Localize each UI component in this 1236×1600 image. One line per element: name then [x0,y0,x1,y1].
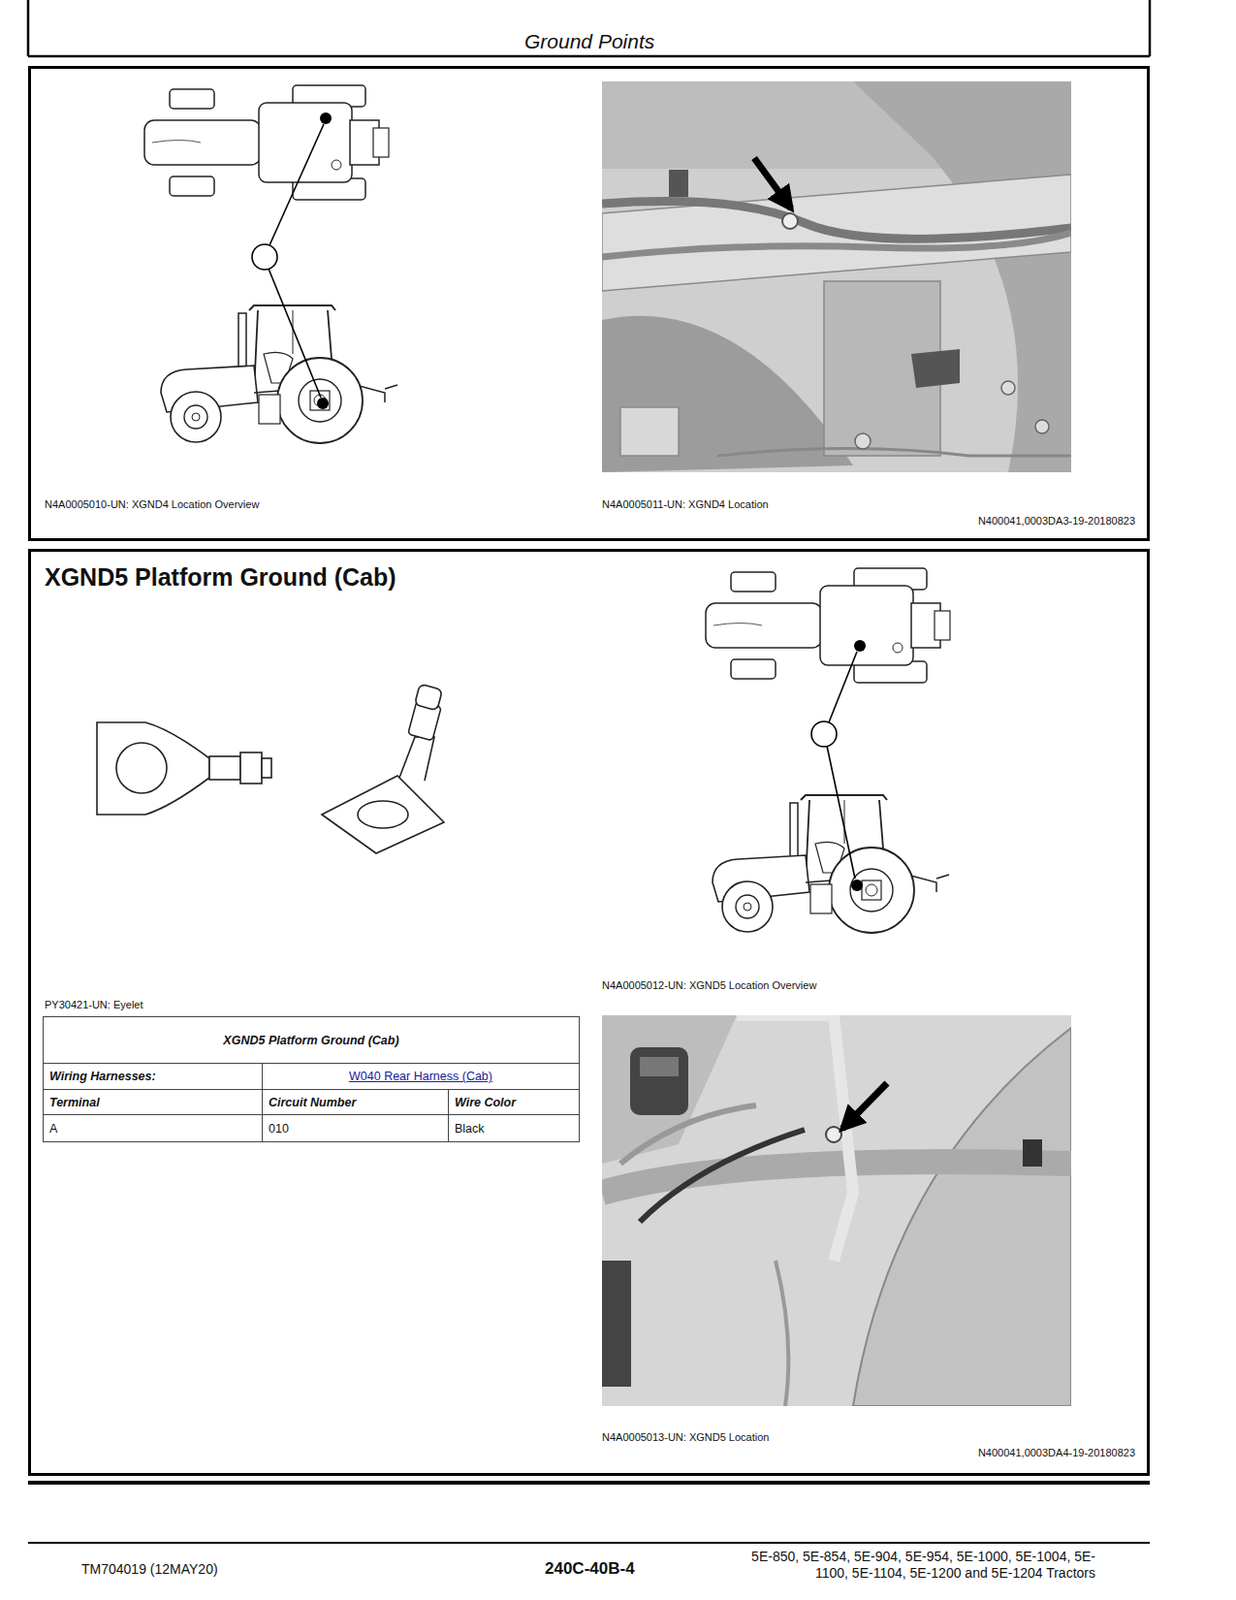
figure-caption: N4A0005013-UN: XGND5 Location [602,1430,769,1444]
table-cell: W040 Rear Harness (Cab) [262,1063,579,1090]
table-cell: Terminal [43,1089,263,1115]
location-photo [602,81,1072,473]
figure-caption: N4A0005012-UN: XGND5 Location Overview [602,979,817,992]
page-number: 240C-40B-4 [544,1558,635,1579]
model-list: 5E-850, 5E-854, 5E-904, 5E-954, 5E-1000,… [725,1548,1096,1582]
table-text: 010 [268,1121,289,1136]
table-text: Black [454,1121,485,1136]
table-cell: A [43,1114,263,1141]
figure-caption: PY30421-UN: Eyelet [44,998,144,1012]
table-cell: 010 [262,1114,449,1141]
eyelet-drawing [96,683,444,854]
page-frame [28,0,1150,1543]
tractor-overview [144,85,398,444]
document-id: N400041,0003DA4-19-20180823 [978,1446,1136,1459]
table-cell: Wiring Harnesses: [43,1063,263,1090]
table-cell: Wire Color [448,1089,579,1115]
table-cell: Black [448,1114,579,1141]
table-text: Terminal [49,1095,100,1110]
harness-link: W040 Rear Harness (Cab) [348,1069,493,1083]
table-cell: XGND5 Platform Ground (Cab) [43,1016,579,1064]
document-id: N400041,0003DA3-19-20180823 [978,514,1136,528]
table-text: A [49,1121,58,1136]
tractor-overview [705,568,951,933]
table-text: XGND5 Platform Ground (Cab) [222,1033,399,1047]
table-text: Wiring Harnesses: [49,1069,157,1083]
figure-caption: N4A0005010-UN: XGND4 Location Overview [44,498,259,511]
manual-number: TM704019 (12MAY20) [81,1560,219,1578]
table-text: Circuit Number [268,1095,356,1110]
page-heading: Ground Points [524,29,655,54]
connector-table: XGND5 Platform Ground (Cab) Wiring Harnes… [42,1015,580,1142]
section-heading: XGND5 Platform Ground (Cab) [44,562,397,592]
figure-caption: N4A0005011-UN: XGND4 Location [602,498,769,511]
table-cell: Circuit Number [262,1089,449,1115]
table-text: Wire Color [454,1095,516,1110]
location-photo [602,1014,1072,1406]
figure-panel: N4A0005010-UN: XGND4 Location OverviewN4… [28,65,1150,541]
figure-panel: XGND5 Platform Ground (Cab) PY30421-UN: E… [28,548,1150,1476]
